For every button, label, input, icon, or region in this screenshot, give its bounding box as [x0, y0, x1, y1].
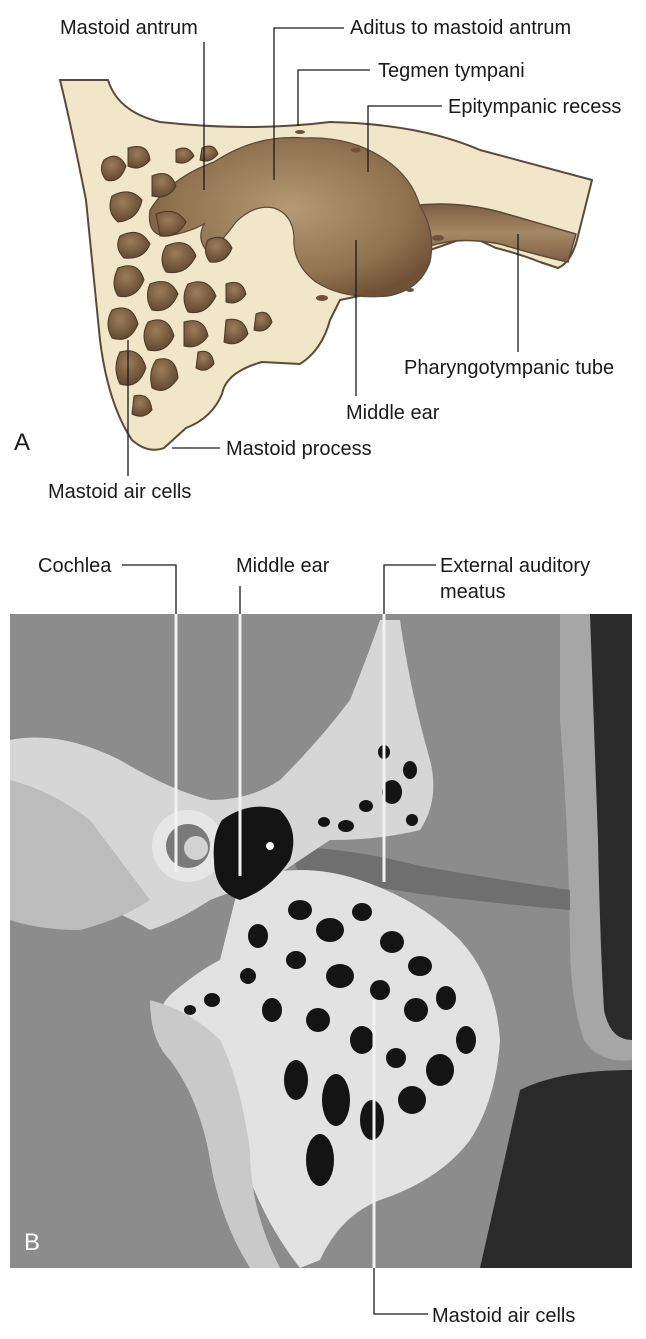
panel-letter-a: A	[14, 429, 30, 456]
middle-ear-cavity	[148, 136, 433, 298]
label-tegmen-tympani: Tegmen tympani	[378, 60, 525, 82]
label-epitympanic-recess: Epitympanic recess	[448, 96, 621, 118]
panel-a-labels: Mastoid antrum Aditus to mastoid antrum …	[14, 17, 621, 503]
label-cochlea: Cochlea	[38, 555, 112, 577]
mastoid-air-cells-drawing	[100, 145, 273, 417]
panel-b-ct-scan: Cochlea Middle ear External auditory mea…	[10, 555, 632, 1327]
label-mastoid-air-cells-b: Mastoid air cells	[432, 1305, 575, 1327]
panel-b-labels: Cochlea Middle ear External auditory mea…	[24, 555, 590, 1327]
panel-a-leaders	[127, 27, 519, 476]
label-mastoid-antrum: Mastoid antrum	[60, 17, 198, 39]
label-aditus-to-mastoid-antrum: Aditus to mastoid antrum	[350, 17, 571, 39]
panel-b-leaders	[122, 564, 436, 1315]
label-external-auditory-meatus-line2: meatus	[440, 581, 506, 603]
label-mastoid-air-cells-a: Mastoid air cells	[48, 481, 191, 503]
label-mastoid-process: Mastoid process	[226, 438, 372, 460]
label-pharyngotympanic-tube: Pharyngotympanic tube	[404, 357, 614, 379]
panel-letter-b: B	[24, 1229, 40, 1256]
label-middle-ear-a: Middle ear	[346, 402, 440, 424]
label-external-auditory-meatus-line1: External auditory	[440, 555, 590, 577]
small-cells-drawing	[295, 130, 444, 301]
label-middle-ear-b: Middle ear	[236, 555, 330, 577]
panel-a-drawing: Mastoid antrum Aditus to mastoid antrum …	[14, 17, 621, 503]
